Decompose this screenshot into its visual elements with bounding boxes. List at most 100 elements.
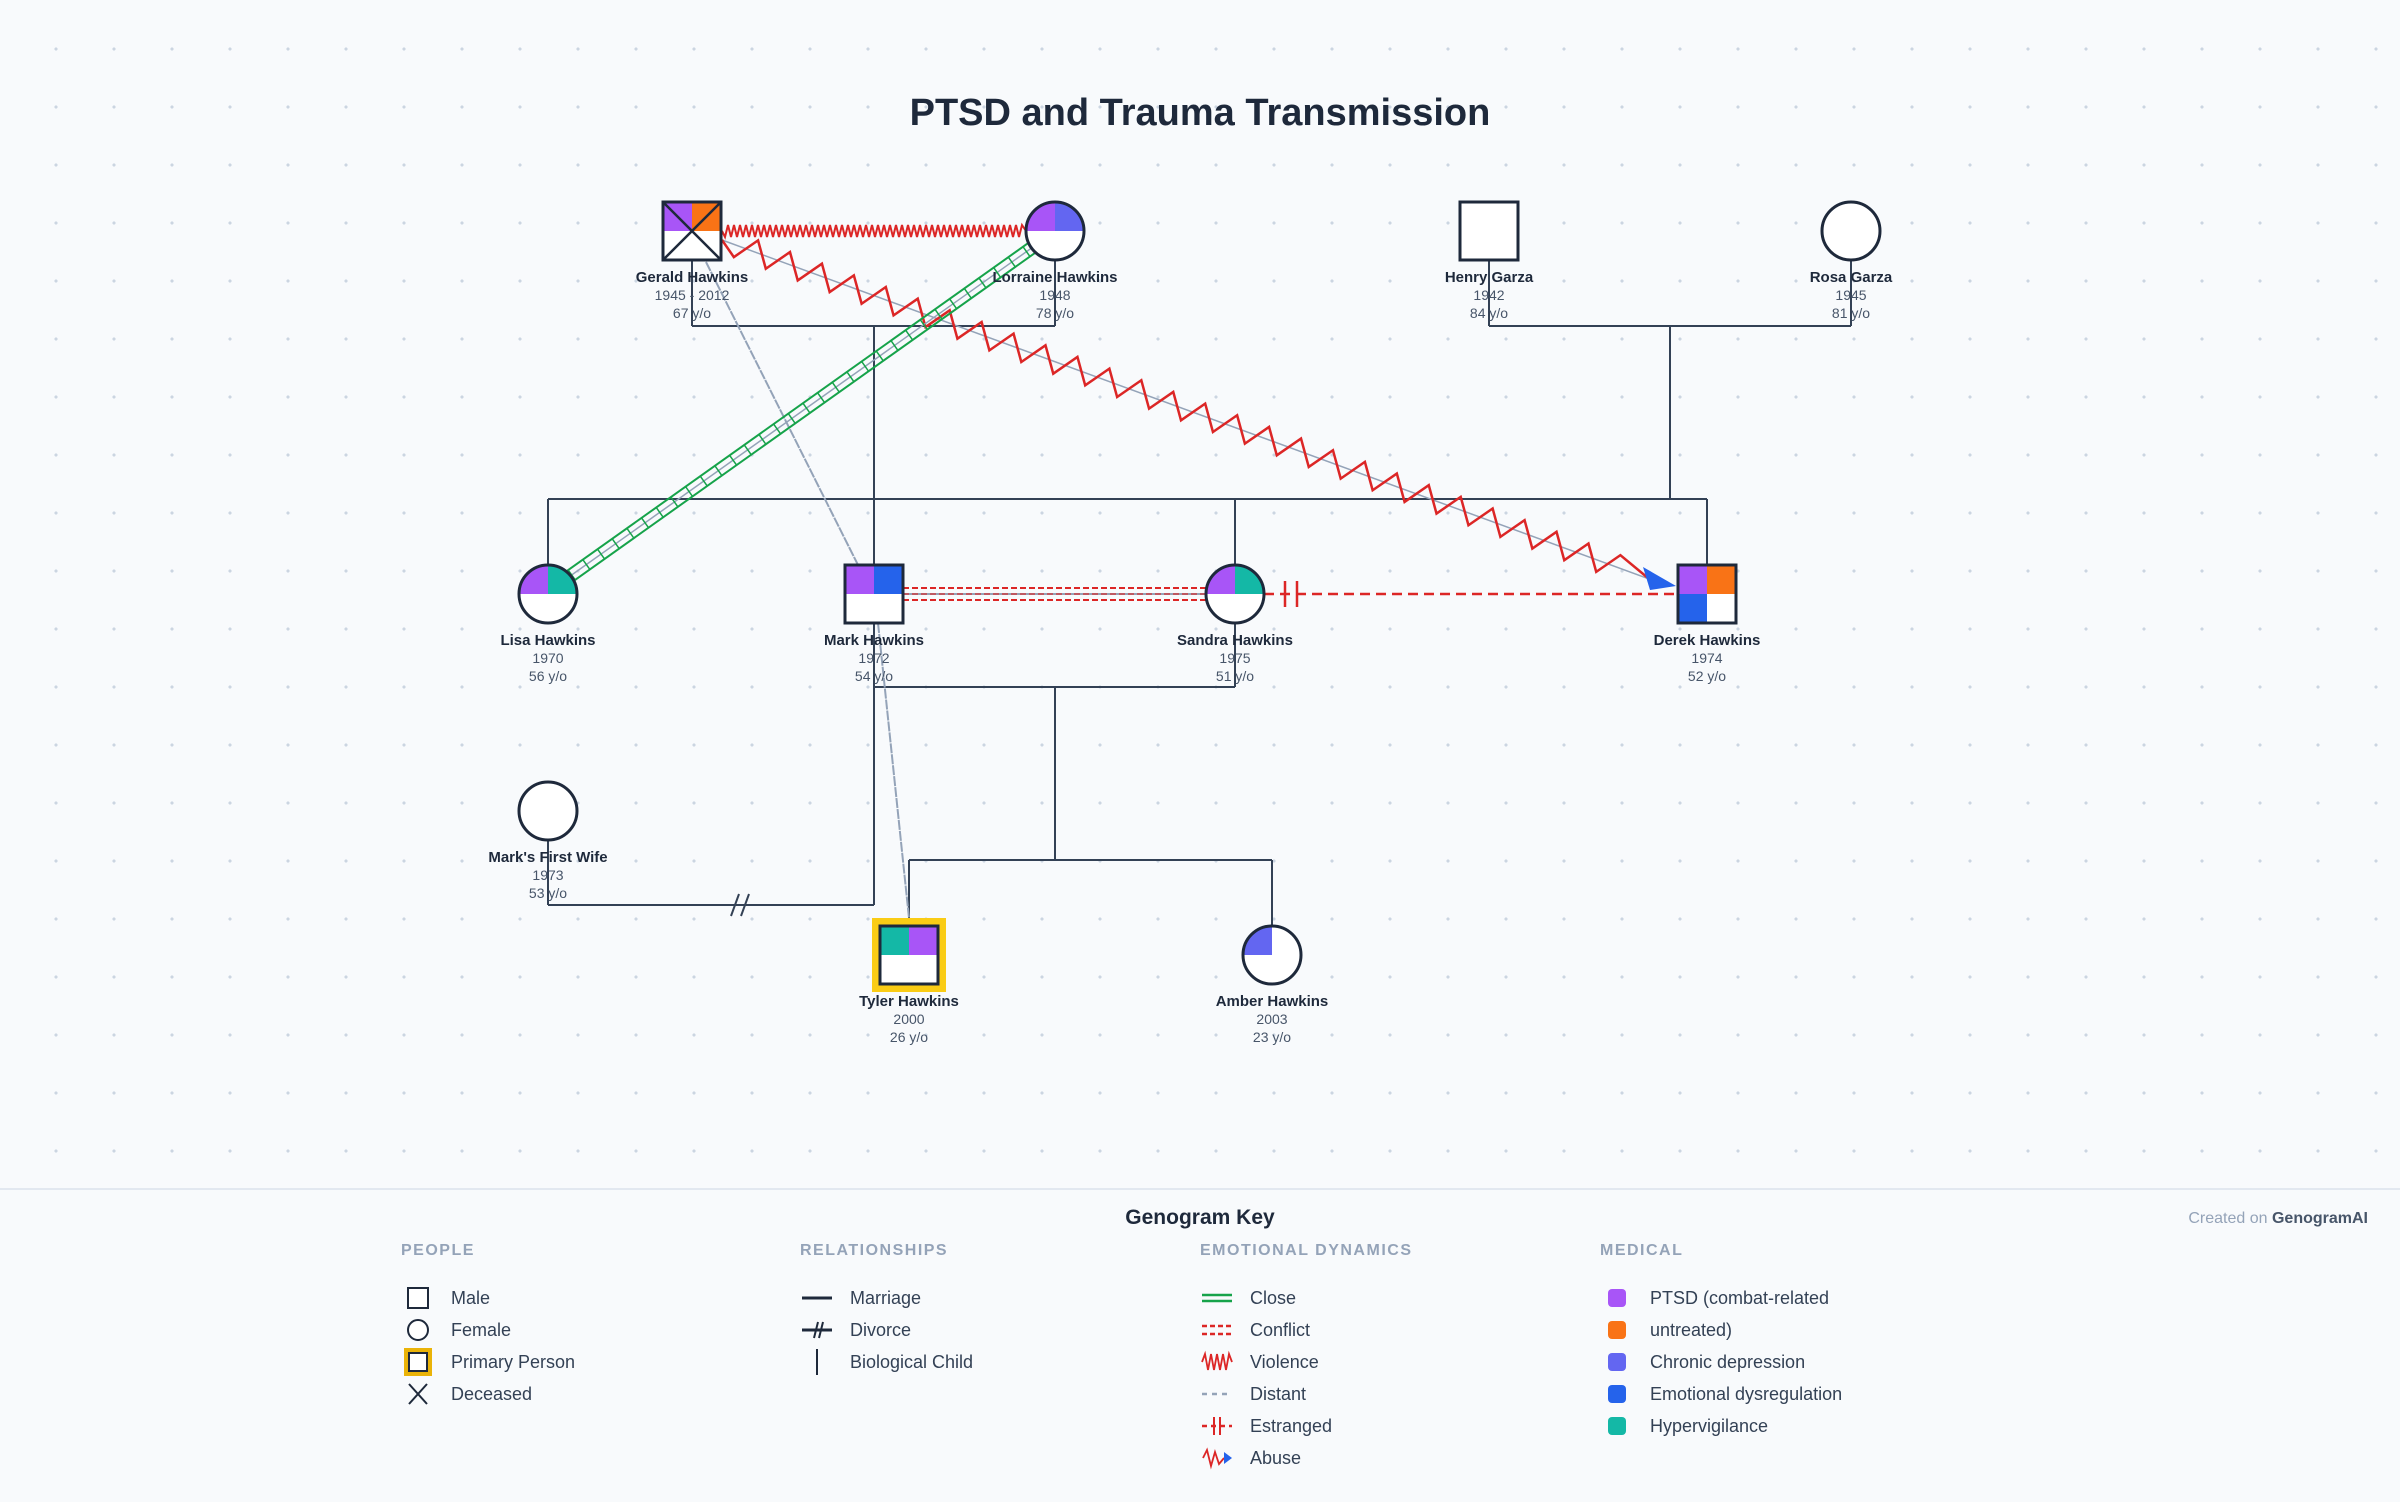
legend-people: PEOPLE Male Female Primary Person Deceas… xyxy=(401,1242,575,1410)
legend-heading: RELATIONSHIPS xyxy=(800,1242,949,1259)
legend-heading: MEDICAL xyxy=(1600,1242,1684,1259)
marriage-line-icon xyxy=(800,1286,834,1310)
abuse-zigzag xyxy=(720,238,1649,579)
condition-swatch-icon xyxy=(1600,1350,1634,1374)
family-lines xyxy=(547,260,1852,926)
legend-item-medical: PTSD (combat-related xyxy=(1600,1282,1842,1314)
person-age: 67 y/o xyxy=(673,305,711,321)
deceased-x-icon xyxy=(662,201,722,261)
close-rung xyxy=(626,527,635,539)
close-line-icon xyxy=(1200,1286,1234,1310)
legend-label: Chronic depression xyxy=(1650,1351,1806,1372)
person-years: 1945 xyxy=(1835,287,1866,303)
legend-label: Violence xyxy=(1250,1351,1319,1372)
untreated-quadrant xyxy=(1707,565,1736,594)
legend-label: Estranged xyxy=(1250,1415,1333,1436)
legend-label: Close xyxy=(1250,1287,1297,1308)
symbol-outline xyxy=(1458,200,1520,262)
legend-emotional: EMOTIONAL DYNAMICS Close Conflict Violen… xyxy=(1200,1242,1412,1474)
person-years: 1948 xyxy=(1039,287,1070,303)
close-rung xyxy=(817,392,826,403)
close-rung xyxy=(714,465,723,476)
child-line-icon xyxy=(800,1349,834,1375)
estranged-marks xyxy=(1283,581,1299,607)
legend-item-medical: Hypervigilance xyxy=(1600,1410,1842,1442)
legend-item-distant: Distant xyxy=(1200,1378,1412,1410)
page-title: PTSD and Trauma Transmission xyxy=(909,92,1491,134)
condition-swatch-icon xyxy=(1600,1414,1634,1438)
ptsd-quadrant xyxy=(845,565,874,594)
symbol-outline xyxy=(1241,924,1303,986)
person-age: 54 y/o xyxy=(855,668,893,684)
symbol-outline xyxy=(878,924,940,986)
male-symbol xyxy=(1460,202,1518,260)
person-name: Mark's First Wife xyxy=(488,849,607,866)
person-years: 2003 xyxy=(1256,1011,1287,1027)
person-name: Lisa Hawkins xyxy=(500,632,595,649)
female-symbol xyxy=(1822,202,1880,260)
close-rung xyxy=(934,308,943,320)
close-rail xyxy=(568,251,1038,585)
legend-label: Divorce xyxy=(850,1319,912,1340)
close-rung xyxy=(919,319,928,330)
credit[interactable]: Created on GenogramAI xyxy=(2188,1210,2368,1228)
close-rung xyxy=(949,298,958,310)
close-rung xyxy=(640,517,650,529)
person-name: Lorraine Hawkins xyxy=(992,269,1117,286)
legend-item-violence: Violence xyxy=(1200,1346,1412,1378)
person-name: Sandra Hawkins xyxy=(1177,632,1293,649)
person-name: Gerald Hawkins xyxy=(636,269,749,286)
divorce-marks xyxy=(730,893,750,917)
legend-item-close: Close xyxy=(1200,1282,1412,1314)
person-name: Amber Hawkins xyxy=(1216,993,1329,1010)
person-age: 23 y/o xyxy=(1253,1029,1291,1045)
legend-label: Deceased xyxy=(451,1383,533,1404)
person-age: 78 y/o xyxy=(1036,305,1074,321)
legend-label: Primary Person xyxy=(451,1351,576,1372)
legend-label: Emotional dysregulation xyxy=(1650,1383,1843,1404)
legend-label: Distant xyxy=(1250,1383,1307,1404)
legend-item-male: Male xyxy=(401,1282,575,1314)
primary-person-icon xyxy=(401,1348,435,1376)
person-age: 26 y/o xyxy=(890,1029,928,1045)
person-age: 53 y/o xyxy=(529,885,567,901)
legend-relationships: RELATIONSHIPS Marriage Divorce Biologica… xyxy=(800,1242,973,1378)
person-age: 52 y/o xyxy=(1688,668,1726,684)
estranged-line-icon xyxy=(1200,1414,1234,1438)
deceased-x-icon xyxy=(401,1382,435,1406)
close-rung xyxy=(1022,246,1031,257)
credit-prefix: Created on xyxy=(2188,1210,2268,1227)
close-line xyxy=(561,241,1038,585)
symbol-outline xyxy=(517,563,579,625)
close-rung xyxy=(846,371,855,383)
close-rung xyxy=(861,361,870,372)
legend-label: Male xyxy=(451,1287,491,1308)
close-rung xyxy=(802,402,811,414)
legend-label: Female xyxy=(451,1319,512,1340)
legend-item-divorce: Divorce xyxy=(800,1314,973,1346)
legend-item-female: Female xyxy=(401,1314,575,1346)
ptsd-quadrant xyxy=(909,926,938,955)
abuse-arrowhead xyxy=(1643,567,1676,590)
female-symbol xyxy=(519,782,577,840)
close-rung xyxy=(905,329,914,341)
ptsd-quadrant xyxy=(1678,565,1707,594)
legend-item-medical: Emotional dysregulation xyxy=(1600,1378,1842,1410)
person-years: 1970 xyxy=(532,650,563,666)
close-rung xyxy=(728,454,738,466)
person-name: Mark Hawkins xyxy=(824,632,924,649)
close-rung xyxy=(890,340,899,351)
dysregulation-quadrant xyxy=(1678,594,1707,623)
legend-item-medical: untreated) xyxy=(1600,1314,1842,1346)
